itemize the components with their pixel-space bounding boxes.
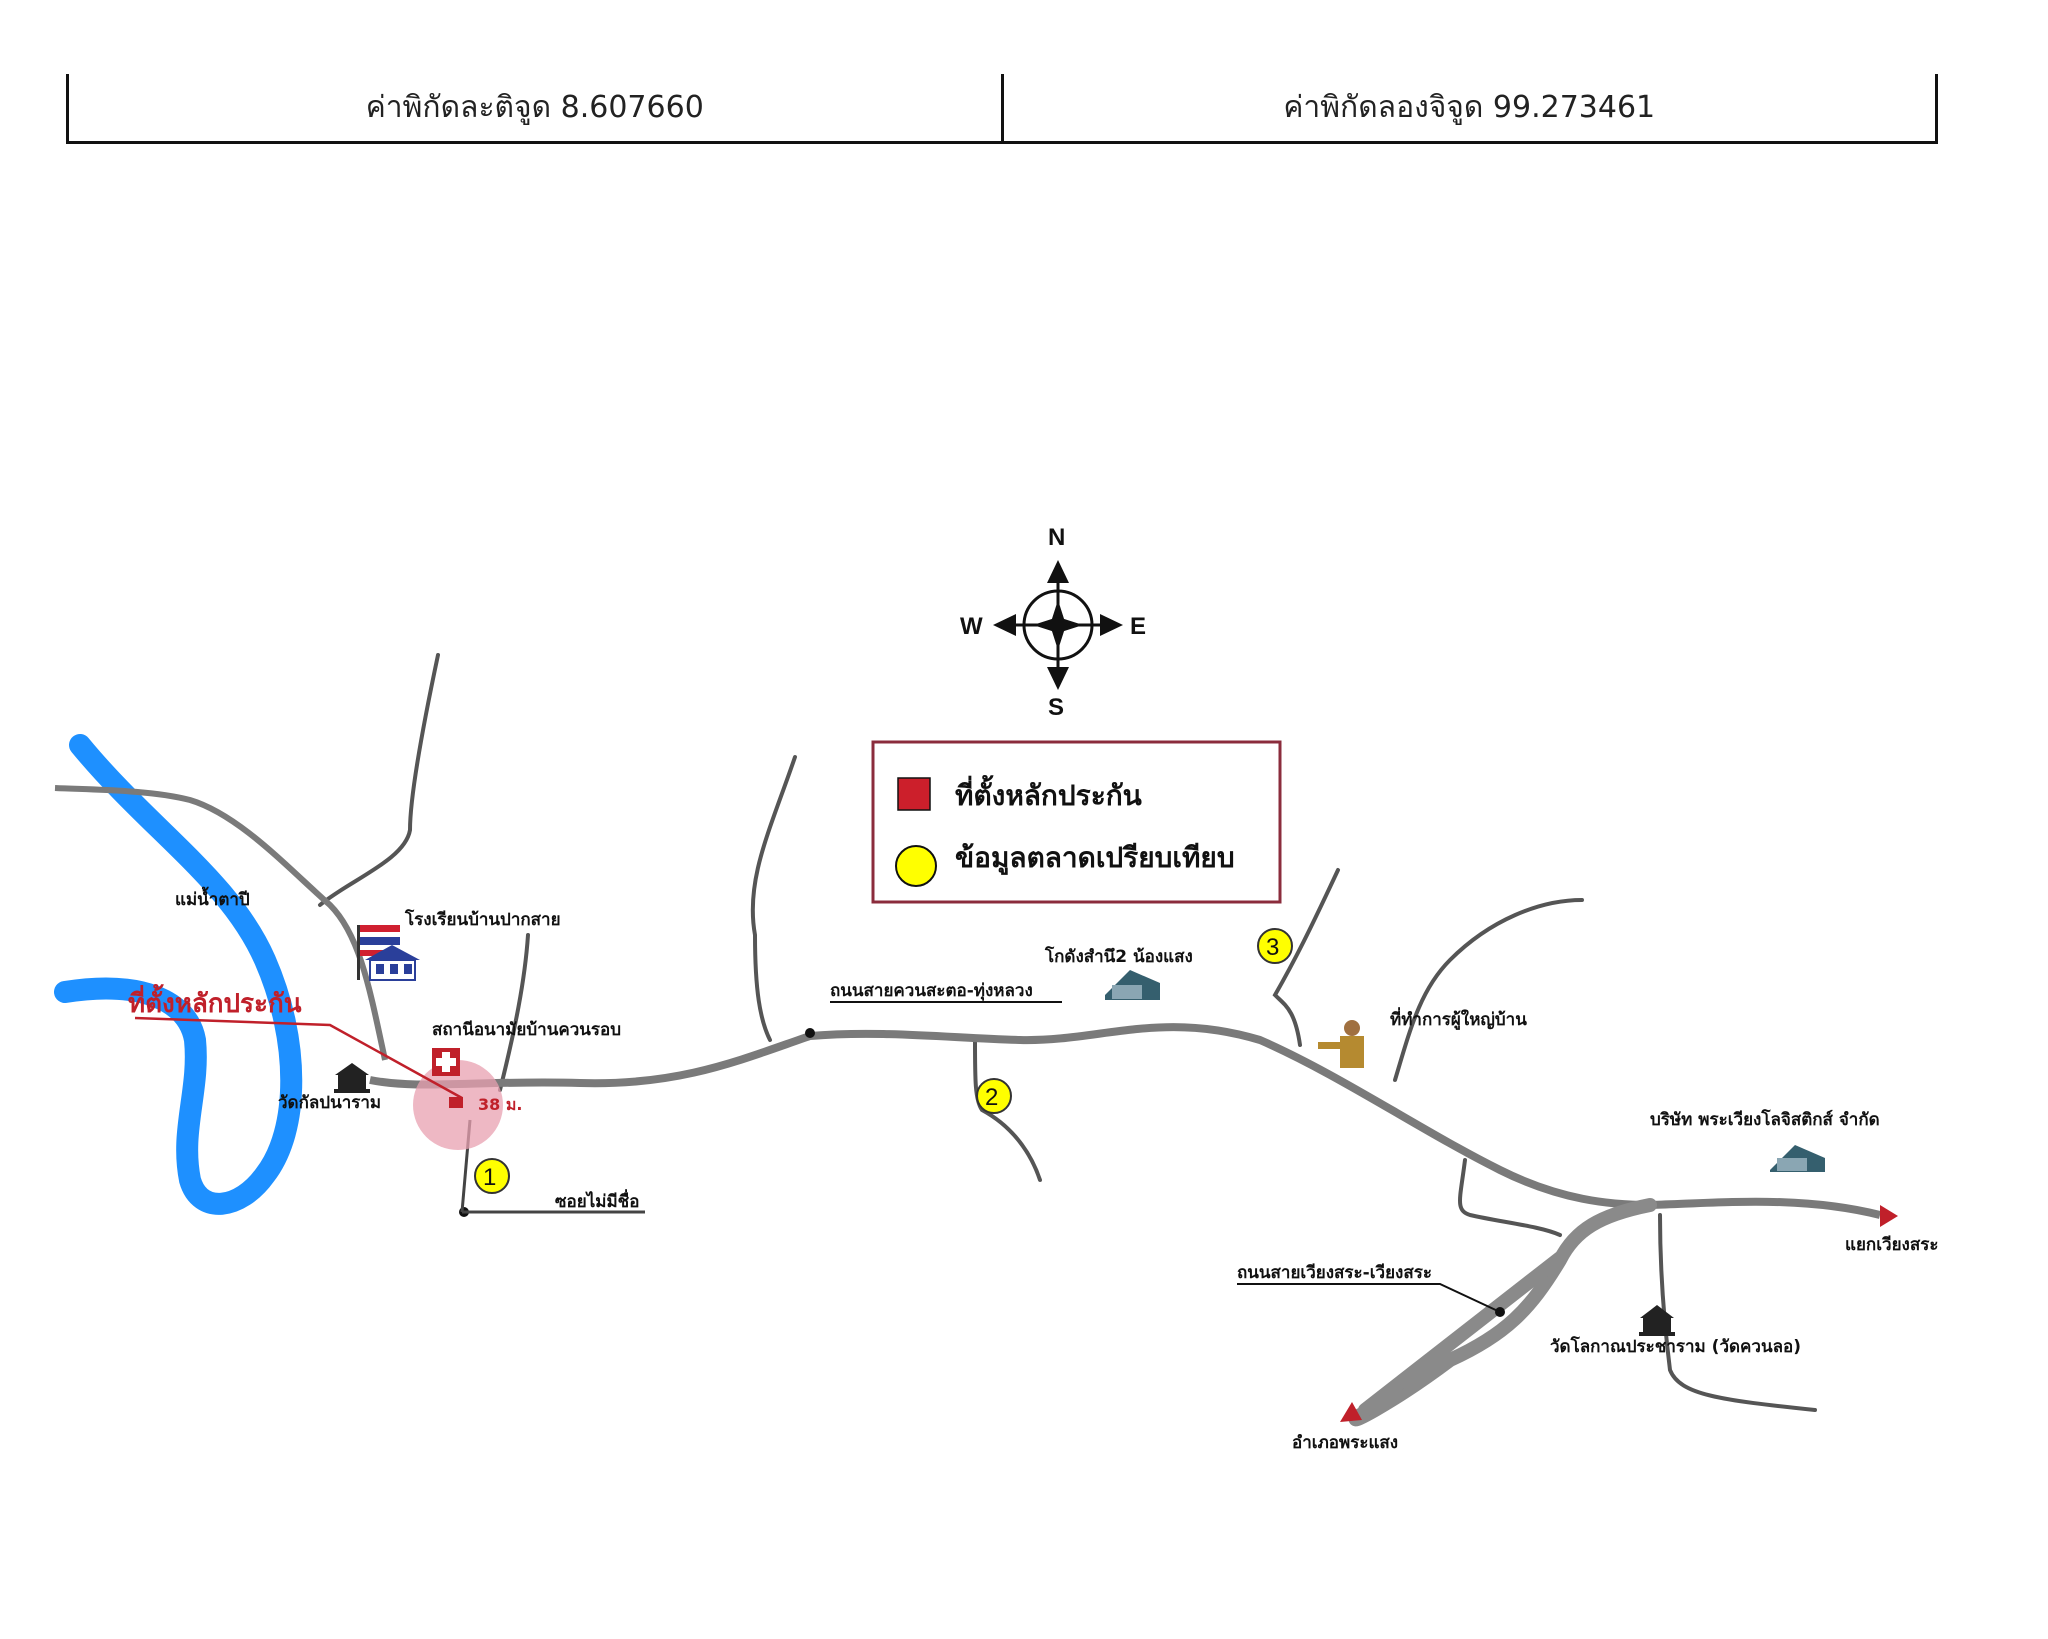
legend-collateral-label: ที่ตั้งหลักประกัน (955, 774, 1142, 812)
river-label: แม่น้ำตาปี (175, 886, 250, 910)
road-viang-leader (1237, 1283, 1501, 1313)
company-label: บริษัท พระเวียงโลจิสติกส์ จำกัด (1650, 1109, 1880, 1130)
intersection-label: แยกเวียงสระ (1845, 1234, 1938, 1255)
main-road-label: ถนนสายควนสะตอ-ทุ่งหลวง (830, 981, 1033, 1001)
compass-e: E (1130, 613, 1146, 640)
headman-icon (1318, 1020, 1364, 1068)
district-road-extension (1358, 1251, 1567, 1417)
compass-w: W (960, 613, 983, 640)
coordinates-header: ค่าพิกัดละติจูด 8.607660 ค่าพิกัดลองจิจู… (66, 74, 1938, 144)
compass-rose: N S E W (960, 524, 1146, 721)
legend: ที่ตั้งหลักประกัน ข้อมูลตลาดเปรียบเทียบ (871, 740, 1282, 904)
district-label: อำเภอพระแสง (1292, 1433, 1398, 1453)
company-warehouse-icon (1770, 1145, 1825, 1172)
collateral-pointer (134, 1016, 463, 1100)
connector-road (54, 785, 388, 1061)
school-flag-icon (357, 925, 420, 981)
red-cross-icon (432, 1048, 460, 1076)
compass-s: S (1048, 694, 1064, 721)
svg-text:1: 1 (483, 1164, 496, 1191)
collateral-square (449, 1097, 463, 1108)
svg-text:2: 2 (985, 1084, 998, 1111)
headman-office-label: ที่ทำการผู้ใหญ่บ้าน (1390, 1007, 1527, 1031)
warehouse-label: โกดังสำนึ2 น้องแสง (1044, 946, 1193, 967)
intersection-arrow (1880, 1205, 1898, 1227)
legend-market-label: ข้อมูลตลาดเปรียบเทียบ (955, 841, 1235, 875)
temple-right-label: วัดโลกาณประชาราม (วัดควนลอ) (1550, 1336, 1801, 1357)
temple-right-icon (1639, 1305, 1675, 1336)
temple-left-icon (334, 1063, 370, 1093)
minor-roads (318, 653, 1817, 1412)
school-label: โรงเรียนบ้านปากสาย (404, 909, 561, 930)
river (54, 734, 303, 1215)
legend-collateral-swatch (897, 777, 931, 811)
svg-text:3: 3 (1266, 934, 1279, 961)
compass-n: N (1048, 524, 1065, 551)
warehouse-icon (1105, 970, 1160, 1000)
legend-market-swatch (895, 845, 937, 887)
district-arrow (1340, 1402, 1362, 1422)
soi-label: ซอยไม่มีชื่อ (555, 1189, 639, 1212)
junction-dot-main (805, 1028, 815, 1038)
market-marker-3: 3 (1257, 928, 1293, 964)
market-marker-2: 2 (976, 1078, 1012, 1114)
market-marker-1: 1 (474, 1158, 510, 1194)
longitude-text: ค่าพิกัดลองจิจูด 99.273461 (1000, 74, 1936, 141)
health-station-label: สถานีอนามัยบ้านควนรอบ (432, 1019, 621, 1040)
distance-label: 38 ม. (478, 1095, 522, 1114)
temple-left-label: วัดกัลปนาราม (278, 1093, 381, 1113)
road-viang-label: ถนนสายเวียงสระ-เวียงสระ (1237, 1262, 1432, 1283)
collateral-title-label: ที่ตั้งหลักประกัน (128, 983, 302, 1019)
latitude-text: ค่าพิกัดละติจูด 8.607660 (365, 90, 704, 125)
